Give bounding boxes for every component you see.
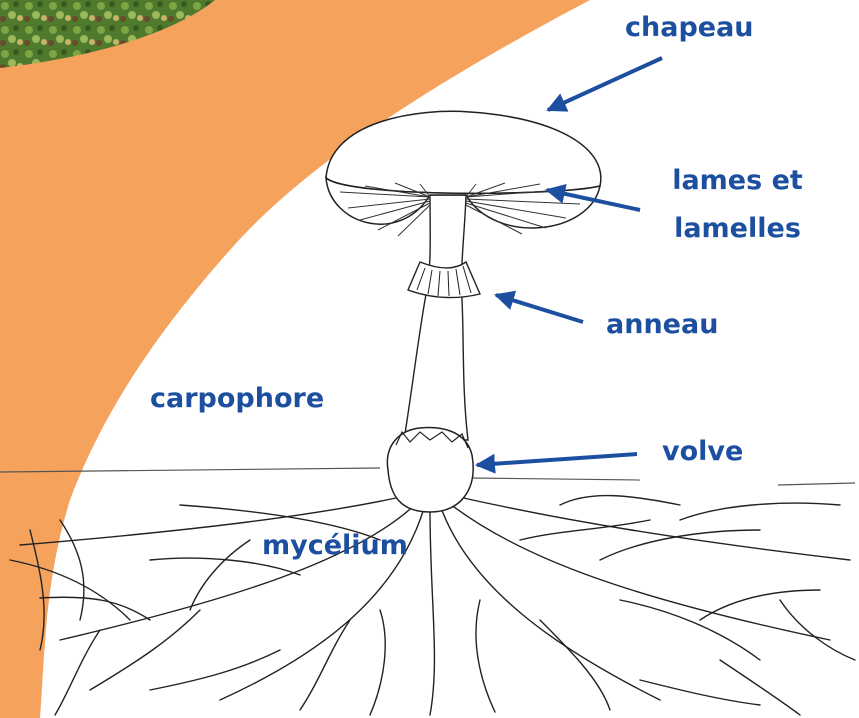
label-mycelium: mycélium (262, 528, 408, 564)
label-anneau: anneau (606, 307, 718, 343)
label-volve: volve (662, 434, 743, 470)
mushroom-stipe (404, 195, 468, 440)
label-chapeau: chapeau (625, 10, 754, 46)
mushroom-ring (408, 262, 480, 297)
label-carpophore: carpophore (150, 381, 324, 417)
arrow-volve (477, 454, 637, 465)
arrow-anneau (496, 295, 583, 322)
orange-background-band (0, 0, 590, 718)
label-lames-line1: lames et (650, 163, 825, 199)
mycelium-roots (10, 495, 855, 715)
label-lames-line2: lamelles (650, 211, 825, 247)
mushroom-volve (387, 428, 473, 512)
arrow-chapeau (548, 58, 662, 110)
